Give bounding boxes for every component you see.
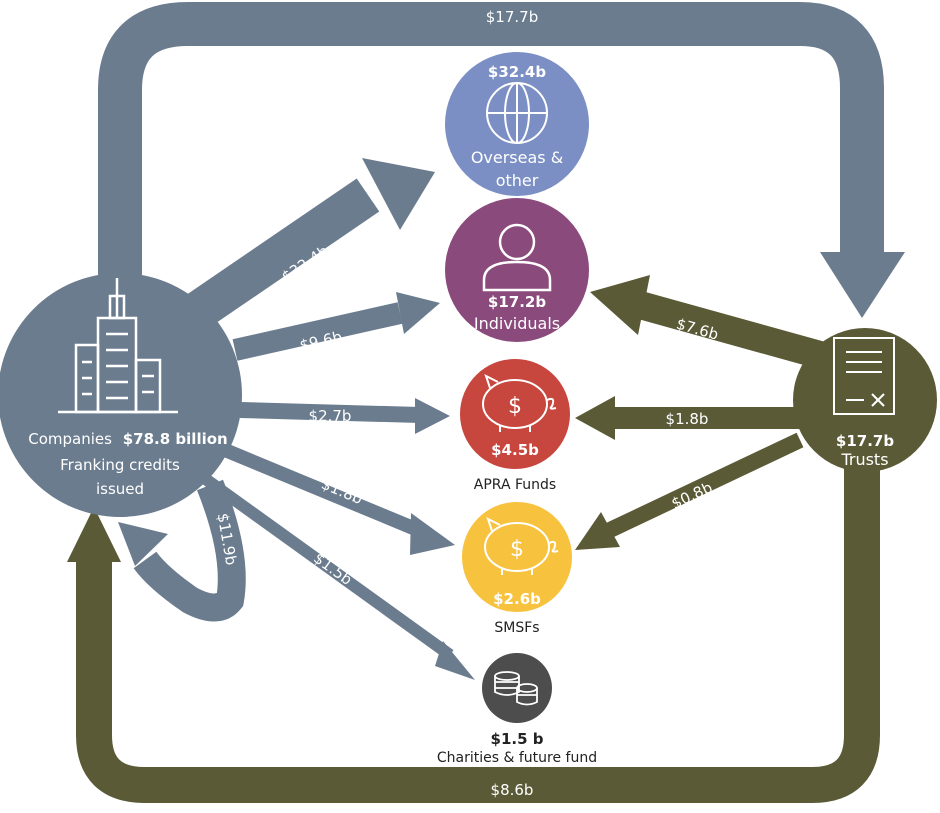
coins-icon (494, 671, 538, 706)
arrow-companies-to-overseas (173, 158, 435, 337)
trusts-node: $17.7b Trusts (793, 328, 937, 472)
dollar-sign-icon: $ (508, 394, 522, 419)
apra-node: $ $4.5b APRA Funds (460, 359, 570, 493)
apra-circle (460, 359, 570, 469)
companies-line2: Franking credits (60, 456, 180, 474)
arrow-trusts-to-individuals (590, 275, 824, 369)
svg-text:Companies $78.8 billion: Companies $78.8 billion (28, 430, 227, 448)
piggy-bank-icon (484, 517, 559, 575)
trusts-circle (793, 328, 937, 472)
flow-label-trusts-to-apra: $1.8b (666, 410, 709, 428)
arrow-companies-to-apra (239, 398, 450, 434)
arrow-companies-self-loop (118, 479, 246, 622)
charities-label: Charities & future fund (437, 750, 597, 766)
arrow-companies-to-individuals (232, 292, 440, 361)
flow-label-companies-to-charities: $1.5b (310, 549, 355, 589)
flow-label-companies-to-trusts: $17.7b (486, 8, 538, 26)
companies-label: Companies (28, 430, 112, 448)
piggy-bank-icon (482, 374, 557, 432)
dollar-sign-icon: $ (510, 537, 524, 562)
arrow-companies-to-trusts (98, 1, 905, 318)
companies-line3: issued (96, 480, 144, 498)
arrow-trusts-to-apra (575, 396, 800, 440)
trusts-amount: $17.7b (836, 432, 894, 450)
smsf-amount: $2.6b (493, 590, 541, 608)
individuals-node: $17.2b Individuals (445, 198, 589, 342)
person-icon (482, 223, 552, 292)
arrow-companies-to-charities (196, 470, 475, 680)
overseas-node: $32.4b Overseas & other (445, 52, 589, 196)
trusts-label: Trusts (840, 450, 888, 469)
individuals-circle (445, 198, 589, 342)
overseas-label-line1: Overseas & (471, 148, 563, 167)
office-building-icon (58, 278, 178, 414)
companies-amount: $78.8 billion (123, 430, 228, 448)
charities-amount: $1.5 b (491, 730, 544, 748)
individuals-amount: $17.2b (488, 293, 546, 311)
flow-label-trusts-to-companies: $8.6b (491, 781, 534, 799)
smsf-circle (462, 502, 572, 612)
overseas-amount: $32.4b (488, 63, 546, 81)
smsf-node: $ $2.6b SMSFs (462, 502, 572, 636)
globe-icon (486, 82, 548, 144)
document-icon (833, 337, 895, 415)
companies-circle (0, 273, 242, 517)
arrow-companies-to-smsf (222, 443, 455, 555)
apra-amount: $4.5b (491, 441, 539, 459)
companies-node: Companies $78.8 billion Franking credits… (0, 273, 242, 517)
apra-label: APRA Funds (474, 477, 556, 493)
arrow-trusts-to-companies (67, 465, 880, 803)
smsf-label: SMSFs (494, 620, 539, 636)
individuals-label: Individuals (474, 314, 560, 333)
arrow-trusts-to-smsf (575, 432, 804, 550)
overseas-label-line2: other (496, 171, 539, 190)
flow-label-companies-to-apra: $2.7b (309, 407, 352, 425)
charities-node: $1.5 b Charities & future fund (437, 653, 597, 766)
